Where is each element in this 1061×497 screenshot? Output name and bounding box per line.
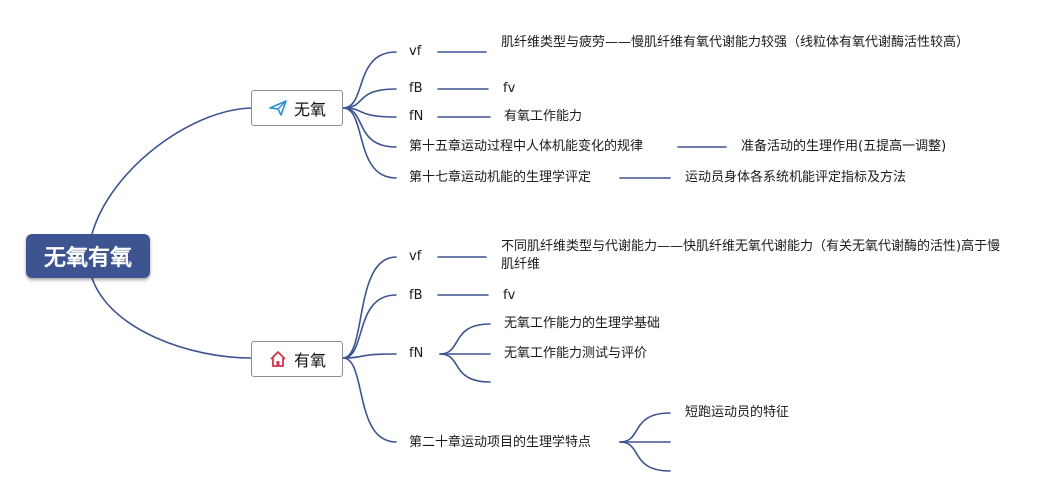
connector-root-aerobic (91, 277, 252, 359)
subtopic-fv[interactable]: fv (503, 81, 516, 96)
connector-branch2-0 (342, 256, 397, 359)
subtopic-fiber-fatigue[interactable]: 肌纤维类型与疲劳——慢肌纤维有氧代谢能力较强（线粒体有氧代谢酶活性较高） (501, 35, 970, 50)
connector-fn-sub-0 (439, 323, 491, 355)
connector-fn-sub-2 (439, 353, 491, 383)
subtopic-warmup[interactable]: 准备活动的生理作用(五提高一调整) (741, 139, 947, 154)
topic-fb[interactable]: fB (409, 81, 423, 96)
connector-branch1-2 (342, 107, 397, 118)
connector-branch1-4 (342, 107, 397, 179)
connector-branch1-1 (342, 88, 397, 109)
connector-branch2-2 (342, 353, 397, 359)
branch-label: 有氧 (293, 351, 326, 370)
connector-branch2-1 (342, 294, 397, 359)
connector-ch20-sub-0 (619, 412, 671, 443)
subtopic-anaerobic-testing[interactable]: 无氧工作能力测试与评价 (504, 346, 648, 361)
branch-node-aerobic[interactable]: 有氧 (251, 341, 343, 377)
subtopic-sprinter-traits[interactable]: 短跑运动员的特征 (685, 405, 790, 420)
branch-label: 无氧 (293, 100, 326, 119)
topic-chapter-17[interactable]: 第十七章运动机能的生理学评定 (409, 170, 592, 185)
subtopic-evaluation[interactable]: 运动员身体各系统机能评定指标及方法 (685, 170, 907, 185)
topic-fn[interactable]: fN (409, 109, 424, 124)
topic-fn[interactable]: fN (409, 346, 424, 361)
home-icon (268, 349, 288, 369)
subtopic-fiber-metabolism[interactable]: 不同肌纤维类型与代谢能力——快肌纤维无氧代谢能力（有关无氧代谢酶的活性)高于慢肌… (501, 239, 1001, 272)
subtopic-fv[interactable]: fv (503, 288, 516, 303)
subtopic-anaerobic-basis[interactable]: 无氧工作能力的生理学基础 (504, 316, 661, 331)
topic-vf[interactable]: vf (409, 249, 422, 264)
connector-branch2-3 (342, 357, 397, 443)
root-label: 无氧有氧 (43, 246, 132, 271)
connector-root-anaerobic (91, 107, 252, 235)
branch-node-anaerobic[interactable]: 无氧 (251, 90, 343, 126)
topic-vf[interactable]: vf (409, 44, 422, 59)
topic-chapter-20[interactable]: 第二十章运动项目的生理学特点 (409, 435, 592, 450)
subtopic-aerobic-capacity[interactable]: 有氧工作能力 (504, 109, 583, 124)
connector-ch20-sub-2 (619, 441, 671, 472)
connector-branch1-0 (342, 51, 397, 109)
connector-branch1-3 (342, 107, 397, 148)
topic-fb[interactable]: fB (409, 288, 423, 303)
topic-chapter-15[interactable]: 第十五章运动过程中人体机能变化的规律 (409, 139, 644, 154)
root-node[interactable]: 无氧有氧 (26, 234, 150, 278)
paper-plane-icon (268, 98, 288, 118)
